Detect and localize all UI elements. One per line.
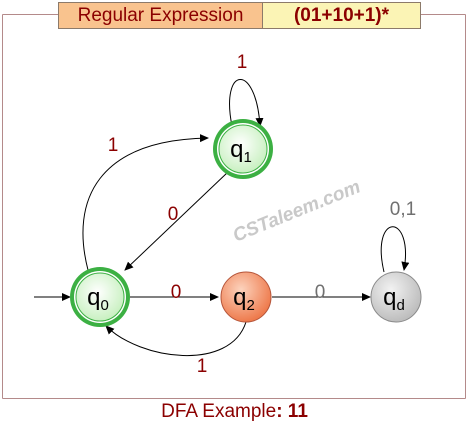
edge-label-q1-q0: 0	[168, 204, 179, 225]
edge-label-q1-q1: 1	[237, 52, 248, 73]
edge-q1-q1	[229, 79, 264, 127]
edge-q1-q0	[124, 171, 229, 271]
edge-q2-q0	[105, 321, 247, 356]
edge-label-qd-qd: 0,1	[390, 199, 416, 220]
state-q1-sub: 1	[244, 149, 252, 166]
svg-text:q2: q2	[233, 284, 255, 314]
state-qd-base: q	[383, 284, 396, 311]
watermark-text: CSTaleem.com	[230, 176, 364, 246]
state-q0-base: q	[87, 284, 100, 311]
edge-label-q0-q1: 1	[108, 135, 119, 156]
svg-text:q0: q0	[87, 284, 109, 314]
edge-q0-q1	[82, 134, 209, 271]
regex-header-label: Regular Expression	[59, 3, 263, 28]
svg-text:qd: qd	[383, 284, 405, 314]
state-qd: qd	[370, 271, 422, 323]
caption-number: : 11	[276, 401, 308, 422]
diagram-frame	[2, 14, 466, 399]
edge-label-q2-qd: 0	[315, 282, 326, 303]
state-q0: q0	[70, 267, 130, 327]
state-q2-base: q	[233, 284, 246, 311]
edge-label-q2-q0: 1	[197, 356, 208, 377]
edge-qd-qd	[380, 226, 410, 273]
state-q2: q2	[220, 271, 272, 323]
state-q1: q1	[213, 119, 273, 179]
regex-header: Regular Expression (01+10+1)*	[58, 2, 421, 29]
state-q2-sub: 2	[247, 297, 255, 314]
state-qd-sub: d	[397, 297, 405, 314]
state-q0-sub: 0	[101, 297, 109, 314]
caption-prefix: DFA Example	[161, 401, 277, 422]
svg-text:q1: q1	[230, 136, 252, 166]
state-q1-base: q	[230, 136, 243, 163]
edge-label-q0-q2: 0	[171, 282, 182, 303]
diagram-caption: DFA Example: 11	[0, 401, 469, 423]
regex-header-value: (01+10+1)*	[263, 3, 420, 28]
